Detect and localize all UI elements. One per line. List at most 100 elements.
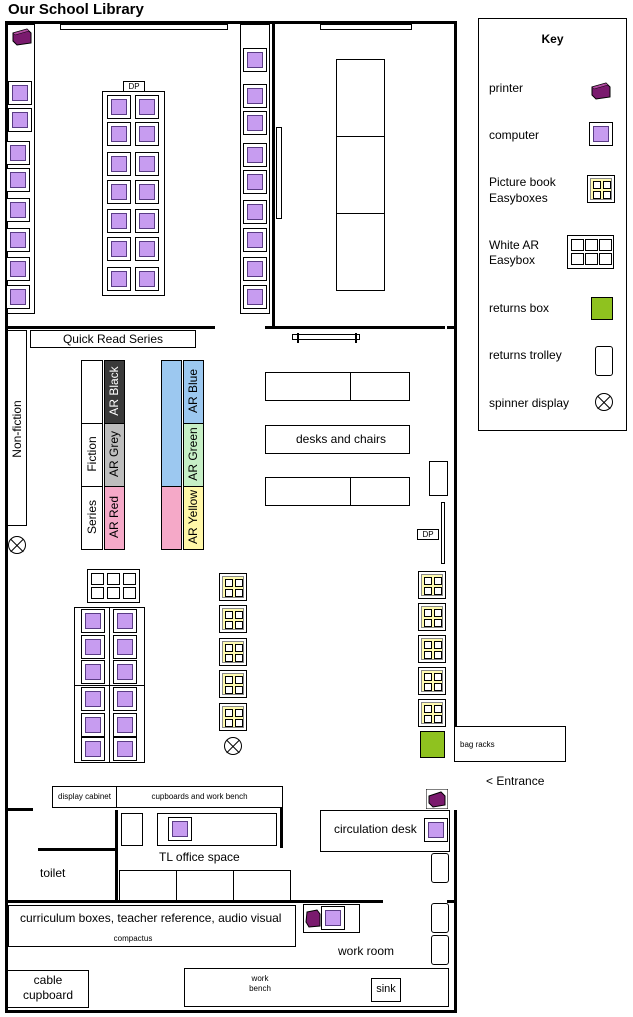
computer-icon	[81, 737, 105, 761]
pink-shelf	[161, 486, 182, 550]
key-heading: Key	[541, 32, 564, 46]
ar-red-label: AR Red	[107, 495, 121, 539]
computer-icon	[113, 635, 137, 659]
white-ar-easybox-icon	[87, 569, 140, 603]
tl-office-cupboard	[176, 870, 234, 901]
top-right-shelf	[320, 24, 412, 30]
fiction-shelf	[81, 360, 103, 550]
picture-book-easybox-icon	[418, 635, 446, 663]
white-ar-easybox-icon	[567, 235, 614, 269]
top-shelf	[60, 24, 228, 30]
display-cabinet-label: display cabinet	[58, 792, 111, 801]
whiteboard	[276, 127, 282, 219]
ar-black-label: AR Black	[107, 366, 121, 416]
computer-icon	[81, 660, 105, 684]
computer-icon	[107, 209, 131, 233]
cable-cupboard-line1: cable	[33, 973, 63, 987]
ar-yellow-label: AR Yellow	[186, 489, 200, 545]
computer-icon	[107, 180, 131, 204]
picture-book-easybox-icon	[418, 699, 446, 727]
computer-icon	[135, 152, 159, 176]
computer-icon	[135, 209, 159, 233]
computer-icon	[6, 141, 30, 165]
returns-box-icon	[420, 731, 445, 758]
returns-trolley-icon	[431, 853, 449, 883]
computer-icon	[321, 906, 345, 930]
computer-icon	[135, 267, 159, 291]
work-bench-line2: bench	[249, 984, 271, 993]
work-bench-line1: work	[251, 974, 269, 983]
quick-read-label: Quick Read Series	[62, 332, 164, 346]
picture-book-easybox-icon	[418, 571, 446, 599]
table-segment	[336, 59, 385, 137]
tl-office-cupboard	[119, 870, 177, 901]
key-white-ar-line1: White AR	[489, 238, 540, 252]
bag-racks-label: bag racks	[460, 740, 495, 749]
computer-icon	[113, 737, 137, 761]
tl-office-label: TL office space	[159, 850, 240, 864]
desk	[350, 477, 410, 506]
computer-icon	[81, 609, 105, 633]
cable-cupboard-line2: cupboard	[22, 988, 74, 1002]
key-computer-label: computer	[489, 128, 540, 142]
dp-label: DP	[128, 82, 140, 91]
tl-office-cupboard	[233, 870, 291, 901]
computer-icon	[107, 267, 131, 291]
returns-trolley-icon	[595, 346, 613, 376]
sink-label: sink	[376, 983, 396, 995]
computer-icon	[243, 170, 267, 194]
table-segment	[336, 213, 385, 291]
work-room-label: work room	[338, 944, 395, 958]
computer-icon	[243, 285, 267, 309]
picture-book-easybox-icon	[219, 605, 247, 633]
dp-sign	[417, 529, 439, 540]
printer-icon	[305, 909, 321, 928]
series-label: Series	[85, 500, 99, 535]
non-fiction-label: Non-fiction	[10, 400, 24, 458]
doorway	[292, 334, 360, 340]
cable-cupboard	[7, 970, 89, 1008]
computer-icon	[8, 108, 32, 132]
desk	[350, 372, 410, 401]
computer-icon	[135, 122, 159, 146]
key-picture-book-line1: Picture book	[489, 175, 556, 189]
computer-icon	[243, 257, 267, 281]
computer-icon	[243, 228, 267, 252]
spinner-display-icon	[8, 536, 26, 554]
computer-icon	[6, 198, 30, 222]
entrance-label: < Entrance	[486, 774, 545, 788]
tl-office-cabinet	[121, 813, 143, 846]
picture-book-easybox-icon	[418, 603, 446, 631]
computer-icon	[6, 285, 30, 309]
spinner-display-icon	[224, 737, 242, 755]
returns-trolley-icon	[431, 935, 449, 965]
printer-icon	[591, 82, 611, 100]
desks-chairs-label: desks and chairs	[295, 432, 387, 446]
returns-box-icon	[591, 297, 613, 320]
computer-icon	[424, 818, 448, 842]
ar-grey-label: AR Grey	[107, 431, 121, 478]
computer-icon	[135, 237, 159, 261]
compactus-label: compactus	[113, 934, 153, 943]
computer-icon	[243, 111, 267, 135]
page-title: Our School Library	[8, 1, 144, 18]
computer-icon	[243, 48, 267, 72]
computer-icon	[113, 687, 137, 711]
key-spinner-label: spinner display	[489, 396, 570, 410]
cupboards-work-bench-label: cupboards and work bench	[151, 792, 248, 801]
computer-icon	[135, 95, 159, 119]
computer-icon	[113, 609, 137, 633]
picture-book-easybox-icon	[219, 670, 247, 698]
sink	[371, 978, 401, 1002]
computer-icon	[243, 200, 267, 224]
work-bench	[184, 968, 449, 1007]
computer-icon	[243, 84, 267, 108]
spinner-display-icon	[595, 393, 613, 411]
computer-icon	[81, 713, 105, 737]
picture-book-easybox-icon	[587, 175, 615, 203]
compactus	[8, 905, 296, 947]
ar-yellow-shelf	[183, 486, 204, 550]
ar-green-label: AR Green	[186, 427, 200, 481]
table-segment	[336, 136, 385, 214]
computer-icon	[6, 168, 30, 192]
